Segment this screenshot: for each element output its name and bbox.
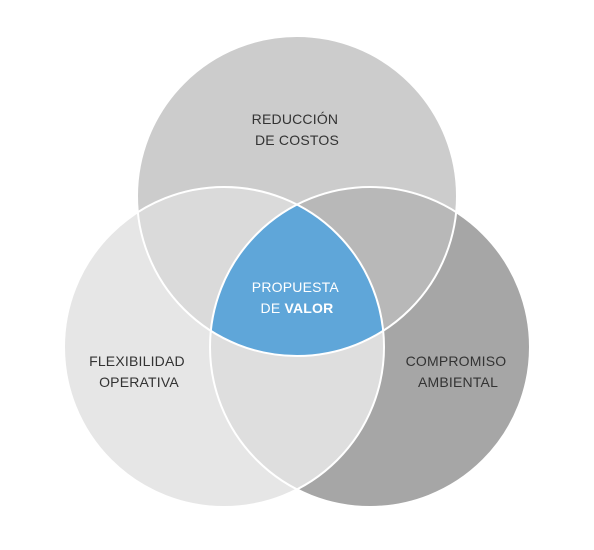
- label-right-line1: COMPROMISO: [406, 353, 507, 369]
- label-left-line1: FLEXIBILIDAD: [89, 353, 185, 369]
- circle-outlines: [63, 35, 531, 508]
- label-right-line2: AMBIENTAL: [418, 374, 498, 390]
- label-left-line2: OPERATIVA: [99, 374, 179, 390]
- label-top-line1: REDUCCIÓN: [252, 111, 339, 127]
- label-center-line2-bold: VALOR: [284, 300, 333, 316]
- label-left: FLEXIBILIDAD OPERATIVA: [89, 353, 189, 390]
- label-right: COMPROMISO AMBIENTAL: [406, 353, 511, 390]
- label-center: PROPUESTA DE VALOR: [252, 279, 342, 316]
- label-center-line2-prefix: DE: [261, 300, 285, 316]
- label-center-line1: PROPUESTA: [252, 279, 340, 295]
- label-top: REDUCCIÓN DE COSTOS: [252, 111, 343, 148]
- label-top-line2: DE COSTOS: [255, 132, 339, 148]
